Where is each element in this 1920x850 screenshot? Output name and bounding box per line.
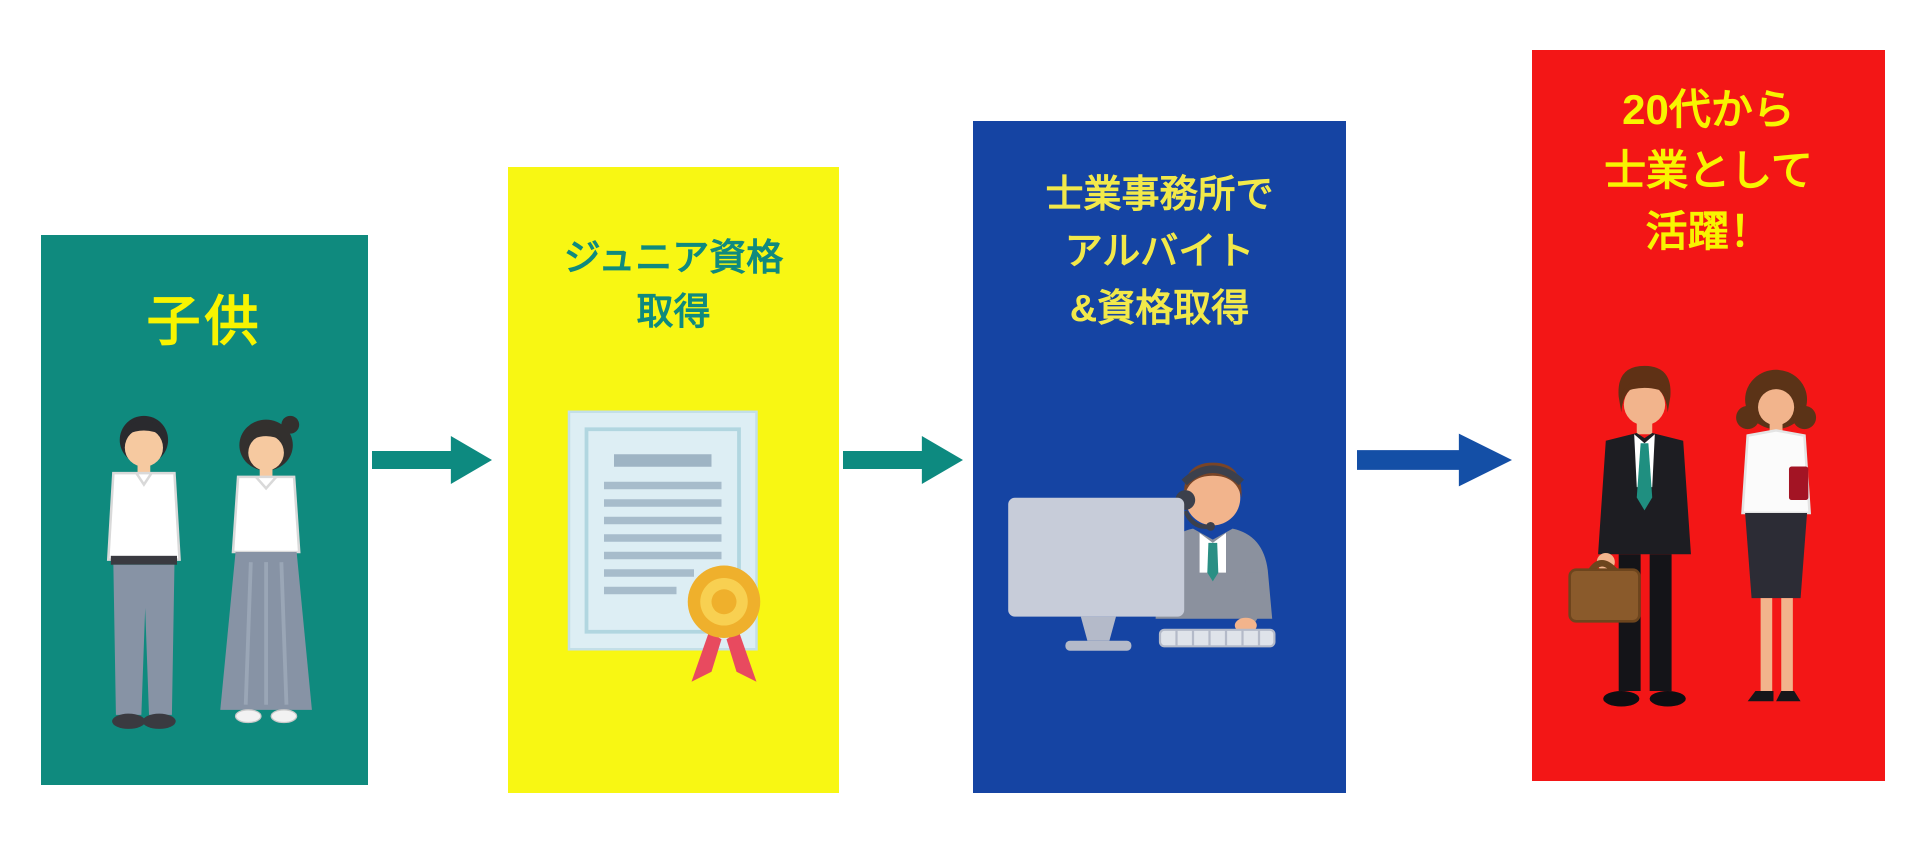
two-students-icon (65, 389, 345, 771)
step-label-line: 20代から (1622, 86, 1795, 133)
flow-arrow-1 (372, 430, 492, 490)
step-panel-active-professional: 20代から 士業として 活躍！ (1532, 50, 1885, 781)
step-label-office-parttime: 士業事務所で アルバイト &資格取得 (973, 167, 1346, 338)
step-label-children: 子供 (41, 277, 368, 356)
certificate-icon (549, 404, 799, 692)
step-label-line: 取得 (636, 290, 711, 332)
step-label-line: 子供 (146, 292, 263, 352)
step-label-line: 士業として (1604, 146, 1813, 194)
flow-arrow-3 (1357, 427, 1512, 493)
step-panel-junior-qualification: ジュニア資格 取得 (508, 167, 839, 793)
step-label-line: 士業事務所で (1045, 174, 1274, 216)
flow-arrow-2 (843, 430, 963, 490)
step-panel-children: 子供 (41, 235, 368, 785)
step-panel-office-parttime: 士業事務所で アルバイト &資格取得 (973, 121, 1346, 793)
business-professionals-icon (1554, 353, 1864, 740)
step-label-active-professional: 20代から 士業として 活躍！ (1532, 80, 1885, 263)
step-label-line: アルバイト (1064, 231, 1255, 273)
step-label-line: &資格取得 (1069, 288, 1250, 330)
operator-at-computer-icon (995, 434, 1325, 676)
step-label-junior-qualification: ジュニア資格 取得 (508, 231, 839, 338)
step-label-line: ジュニア資格 (563, 237, 784, 278)
step-label-line: 活躍！ (1645, 207, 1772, 255)
